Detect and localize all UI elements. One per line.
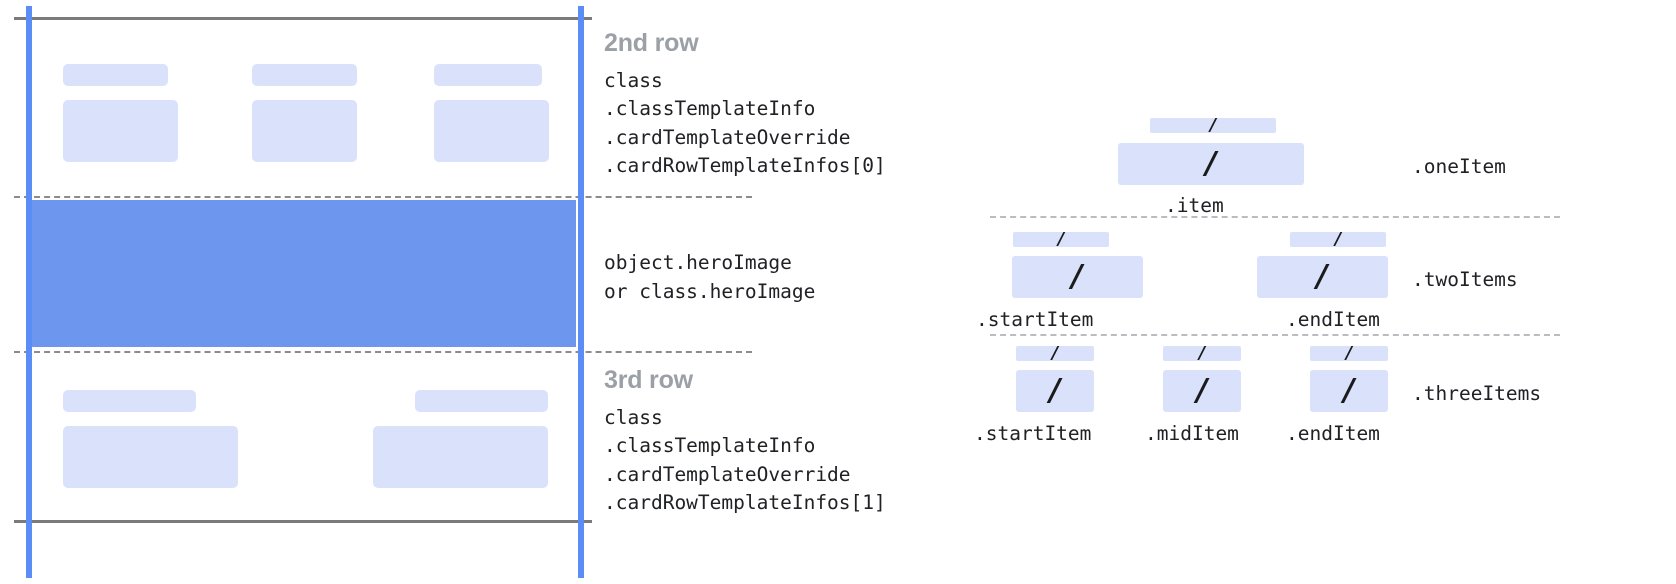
- third-row-band: [29, 354, 575, 519]
- group-two-items: / / .startItem / / .endItem .twoItems: [960, 226, 1676, 331]
- card-structure-diagram: [0, 0, 752, 584]
- two-items-start-label: .startItem: [976, 308, 1094, 331]
- slash-icon: /: [1345, 343, 1353, 364]
- three-items-mid-label: .midItem: [1145, 422, 1239, 445]
- third-row-title: 3rd row: [604, 366, 693, 394]
- card-bottom-rule: [14, 520, 592, 523]
- slash-icon: /: [1196, 373, 1208, 408]
- two-items-group-label: .twoItems: [1412, 268, 1518, 291]
- slash-icon: /: [1209, 115, 1217, 136]
- second-row-annotation: 2nd row class .classTemplateInfo .cardTe…: [604, 29, 886, 181]
- third-row-code: class .classTemplateInfo .cardTemplateOv…: [604, 405, 886, 515]
- card-left-rail: [26, 6, 32, 578]
- slash-icon: /: [1316, 259, 1328, 294]
- one-item-small-bar: /: [1150, 115, 1276, 136]
- three-items-mid-big-bar: /: [1163, 370, 1241, 412]
- slash-icon: /: [1334, 229, 1342, 250]
- three-items-group-label: .threeItems: [1412, 382, 1542, 405]
- three-items-end-small-bar: /: [1310, 343, 1388, 364]
- placeholder-body-4: [63, 426, 238, 488]
- placeholder-title-4: [63, 390, 196, 412]
- item-separator-1: [990, 216, 1560, 218]
- slash-icon: /: [1057, 229, 1065, 250]
- two-items-end-big-bar: /: [1257, 256, 1388, 298]
- item-layout-diagram: / / .item .oneItem / / .startItem / /: [960, 0, 1676, 584]
- second-row-code: class .classTemplateInfo .cardTemplateOv…: [604, 68, 886, 178]
- placeholder-body-2: [252, 100, 357, 162]
- one-item-big-bar: /: [1118, 143, 1304, 185]
- slash-icon: /: [1205, 146, 1217, 181]
- three-items-mid-small-bar: /: [1163, 343, 1241, 364]
- slash-icon: /: [1071, 259, 1083, 294]
- hero-image-annotation: object.heroImage or class.heroImage: [604, 249, 815, 306]
- slash-icon: /: [1049, 373, 1061, 408]
- slash-icon: /: [1343, 373, 1355, 408]
- group-three-items: / / .startItem / / .midItem / / .endItem…: [960, 342, 1676, 447]
- placeholder-body-5: [373, 426, 548, 488]
- second-row-band: [29, 20, 575, 196]
- one-item-slot-label: .item: [1165, 194, 1224, 217]
- row-separator-2: [14, 351, 752, 353]
- two-items-end-small-bar: /: [1290, 229, 1386, 250]
- one-item-group-label: .oneItem: [1412, 155, 1506, 178]
- card-right-rail: [578, 6, 584, 578]
- item-separator-2: [990, 334, 1560, 336]
- second-row-title: 2nd row: [604, 29, 699, 57]
- slash-icon: /: [1051, 343, 1059, 364]
- three-items-start-big-bar: /: [1016, 370, 1094, 412]
- three-items-start-label: .startItem: [974, 422, 1092, 445]
- placeholder-body-1: [63, 100, 178, 162]
- three-items-start-small-bar: /: [1016, 343, 1094, 364]
- placeholder-title-5: [415, 390, 548, 412]
- two-items-start-small-bar: /: [1013, 229, 1109, 250]
- three-items-end-big-bar: /: [1310, 370, 1388, 412]
- placeholder-body-3: [434, 100, 549, 162]
- two-items-start-big-bar: /: [1012, 256, 1143, 298]
- card-top-rule: [14, 17, 592, 20]
- group-one-item: / / .item .oneItem: [960, 110, 1676, 217]
- third-row-annotation: 3rd row class .classTemplateInfo .cardTe…: [604, 366, 886, 518]
- placeholder-title-3: [434, 64, 542, 86]
- three-items-end-label: .endItem: [1286, 422, 1380, 445]
- hero-image-code: object.heroImage or class.heroImage: [604, 251, 816, 303]
- two-items-end-label: .endItem: [1286, 308, 1380, 331]
- row-separator-1: [14, 196, 752, 198]
- placeholder-title-1: [63, 64, 168, 86]
- slash-icon: /: [1198, 343, 1206, 364]
- placeholder-title-2: [252, 64, 357, 86]
- hero-image-block: [29, 200, 576, 347]
